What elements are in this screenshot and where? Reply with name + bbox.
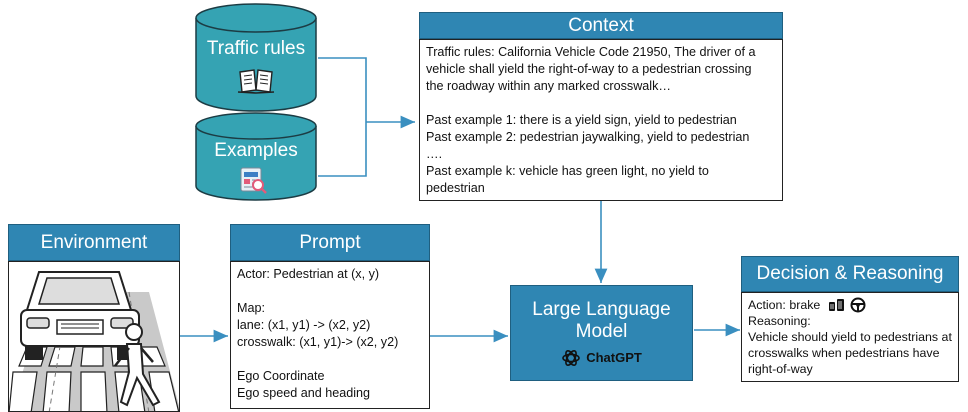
cylinder-shape <box>195 3 317 112</box>
decision-box: Action: brake Reasoning: Vehicle should … <box>741 292 959 382</box>
context-line: Traffic rules: California Vehicle Code 2… <box>426 45 756 59</box>
document-search-icon <box>240 167 267 194</box>
book-icon <box>237 69 275 94</box>
action-text: Action: brake <box>748 298 821 312</box>
chatgpt-brand: ChatGPT <box>561 348 642 368</box>
arrow-traffic-rules-to-merge <box>318 57 367 122</box>
car-crosswalk-illustration <box>9 271 179 411</box>
context-line: Past example k: vehicle has green light,… <box>426 164 709 178</box>
chatgpt-label: ChatGPT <box>586 350 642 365</box>
context-line: Past example 2: pedestrian jaywalking, y… <box>426 130 750 144</box>
pedal-icon <box>829 299 845 311</box>
reasoning-line: crosswalks when pedestrians have <box>748 346 940 360</box>
context-line: vehicle shall yield the right-of-way to … <box>426 62 752 76</box>
prompt-line: Ego Coordinate <box>237 369 325 383</box>
traffic-rules-label: Traffic rules <box>206 38 306 59</box>
context-line: …. <box>426 147 443 161</box>
traffic-rules-database: Traffic rules <box>194 2 318 114</box>
context-header: Context <box>419 12 783 39</box>
prompt-line: Actor: Pedestrian at (x, y) <box>237 267 380 281</box>
environment-header: Environment <box>8 224 180 261</box>
llm-line2: Model <box>575 320 628 342</box>
context-line: the roadway within any marked crosswalk… <box>426 79 671 93</box>
reasoning-line: Vehicle should yield to pedestrians at <box>748 330 952 344</box>
examples-database: Examples <box>194 112 318 204</box>
prompt-line: lane: (x1, y1) -> (x2, y2) <box>237 318 371 332</box>
prompt-line: Map: <box>237 301 265 315</box>
llm-box: Large Language Model ChatGPT <box>510 285 693 381</box>
prompt-line: crosswalk: (x1, y1)-> (x2, y2) <box>237 335 399 349</box>
context-line <box>426 95 776 112</box>
cylinder-shape <box>195 112 317 201</box>
prompt-box: Actor: Pedestrian at (x, y) Map: lane: (… <box>230 261 430 409</box>
openai-logo-icon <box>562 349 580 366</box>
context-box: Traffic rules: California Vehicle Code 2… <box>419 39 783 201</box>
llm-line1: Large Language <box>532 298 671 320</box>
prompt-line <box>237 351 423 368</box>
arrow-examples-to-merge <box>318 122 367 177</box>
prompt-line: Ego speed and heading <box>237 386 371 400</box>
prompt-line <box>237 283 423 300</box>
environment-image <box>8 261 180 412</box>
context-line: Past example 1: there is a yield sign, y… <box>426 113 737 127</box>
context-line: pedestrian <box>426 181 485 195</box>
prompt-header: Prompt <box>230 224 430 261</box>
action-row: Action: brake <box>748 297 952 313</box>
reasoning-label: Reasoning: <box>748 314 811 328</box>
steering-wheel-icon <box>850 297 866 313</box>
examples-label: Examples <box>214 140 298 161</box>
decision-header: Decision & Reasoning <box>741 256 959 292</box>
reasoning-line: right-of-way <box>748 362 813 376</box>
